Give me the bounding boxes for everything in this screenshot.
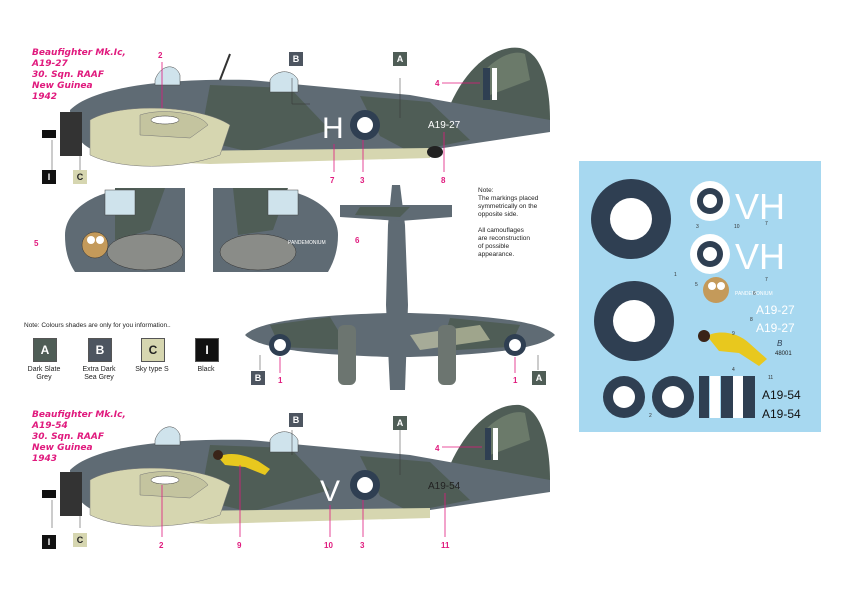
profile2-tag-a: A — [393, 416, 407, 430]
swatch-c-box: C — [141, 338, 165, 362]
note-line: are reconstruction — [478, 235, 531, 242]
note-line: Note: — [478, 187, 494, 194]
note-line: of possible — [478, 243, 510, 250]
planform-tag-b: B — [251, 371, 265, 385]
nose-art-text: PANDEMONIUM — [288, 240, 326, 246]
profile2-callout-2: 2 — [159, 541, 164, 550]
profile2-title-line: 1943 — [32, 454, 58, 464]
profile1-callout-4: 4 — [435, 79, 440, 88]
swatch-b: B Extra Dark Sea Grey — [77, 338, 121, 382]
swatch-i-box: I — [195, 338, 219, 362]
markings-note: Note: The markings placed symmetrically … — [478, 187, 573, 259]
profile1-title-line: A19-27 — [32, 59, 68, 69]
note-line: appearance. — [478, 251, 515, 258]
profile2-title-line: New Guinea — [32, 443, 93, 453]
note-line: opposite side. — [478, 211, 519, 218]
decal-serial-black-2: A19-54 — [762, 407, 801, 421]
decal-number: 3 — [696, 224, 699, 230]
profile1-code-letter: H — [322, 112, 344, 145]
decal-sheet-graphics: VH VH PANDEMONIUM A19-27 A19-27 B 48001 … — [591, 179, 801, 421]
swatch-a-label: Dark Slate Grey — [27, 366, 61, 381]
profile1-title-line: New Guinea — [32, 81, 93, 91]
profile2-callout-11: 11 — [441, 541, 450, 550]
nose-view-left — [65, 188, 185, 272]
profile2-callout-3: 3 — [360, 541, 365, 550]
decal-number: 4 — [732, 367, 735, 373]
profile1-tag-a: A — [393, 52, 407, 66]
swatch-i: I Black — [186, 338, 226, 374]
profile1-callout-3: 3 — [360, 176, 365, 185]
profile2-tag-i: I — [42, 535, 56, 549]
decal-number: 2 — [649, 413, 652, 419]
decal-number: 7 — [765, 277, 768, 283]
decal-number: 11 — [768, 375, 773, 381]
swatch-c: C Sky type S — [130, 338, 174, 374]
svg-text:B: B — [777, 339, 783, 348]
profile2-serial: A19-54 — [428, 481, 461, 492]
profile2-callout-4: 4 — [435, 444, 440, 453]
note-line: The markings placed — [478, 195, 539, 202]
planform-callout-1-right: 1 — [513, 376, 518, 385]
swatch-c-label: Sky type S — [135, 366, 169, 373]
swatch-a: A Dark Slate Grey — [26, 338, 62, 382]
profile2-tag-c: C — [73, 533, 87, 547]
decal-nose-art-text: PANDEMONIUM — [735, 291, 773, 297]
decal-number: 8 — [750, 317, 753, 323]
decal-number: 10 — [734, 224, 740, 230]
nose-callout-5: 5 — [34, 239, 39, 248]
profile1-title: Beaufighter Mk.Ic, A19-27 30. Sqn. RAAF … — [32, 48, 126, 103]
profile1-title-line: 1942 — [32, 92, 58, 102]
profile2-callout-10: 10 — [324, 541, 333, 550]
profile1-callout-8: 8 — [441, 176, 446, 185]
swatch-b-box: B — [88, 338, 112, 362]
profile1-aircraft-side-view: H A19-27 — [42, 47, 550, 172]
decal-number: 9 — [732, 331, 735, 337]
planform-tag-a: A — [532, 371, 546, 385]
profile2-title: Beaufighter Mk.Ic, A19-54 30. Sqn. RAAF … — [32, 410, 126, 465]
profile1-callout-2: 2 — [158, 51, 163, 60]
profile1-serial: A19-27 — [428, 120, 461, 131]
profile2-title-line: A19-54 — [32, 421, 68, 431]
profile2-code-letter: V — [320, 475, 340, 508]
swatch-i-label: Black — [197, 366, 215, 373]
note-line: symmetrically on the — [478, 203, 538, 210]
swatch-a-box: A — [33, 338, 57, 362]
planform-view — [245, 185, 555, 390]
colour-note: Note: Colours shades are only for you in… — [24, 322, 171, 329]
nose-view-right: PANDEMONIUM — [213, 188, 338, 272]
profile1-tag-i: I — [42, 170, 56, 184]
decal-number: 5 — [695, 282, 698, 288]
decal-letters-1: VH — [735, 186, 785, 227]
decal-sheet: VH VH PANDEMONIUM A19-27 A19-27 B 48001 … — [579, 161, 821, 432]
decal-serial-black-1: A19-54 — [762, 388, 801, 402]
profile1-tag-c: C — [73, 170, 87, 184]
profile1-title-line: 30. Sqn. RAAF — [32, 70, 104, 80]
nose-callout-6: 6 — [355, 236, 360, 245]
profile1-tag-b: B — [289, 52, 303, 66]
profile2-title-line: Beaufighter Mk.Ic, — [32, 410, 126, 420]
profile2-tag-b: B — [289, 413, 303, 427]
decal-sheet-code: 48001 — [775, 351, 792, 357]
decal-number: 7 — [765, 221, 768, 227]
profile1-title-line: Beaufighter Mk.Ic, — [32, 48, 126, 58]
decal-serial-white-1: A19-27 — [756, 303, 795, 317]
profile1-callout-7: 7 — [330, 176, 335, 185]
swatch-b-label: Extra Dark Sea Grey — [82, 366, 116, 381]
planform-callout-1-left: 1 — [278, 376, 283, 385]
decal-serial-white-2: A19-27 — [756, 321, 795, 335]
profile2-callout-9: 9 — [237, 541, 242, 550]
decal-number: 6 — [753, 291, 756, 297]
profile2-aircraft-side-view: V A19-54 — [42, 404, 550, 537]
decal-letters-2: VH — [735, 236, 785, 277]
note-line: All camouflages — [478, 227, 524, 234]
decal-number: 1 — [674, 272, 677, 278]
profile2-title-line: 30. Sqn. RAAF — [32, 432, 104, 442]
